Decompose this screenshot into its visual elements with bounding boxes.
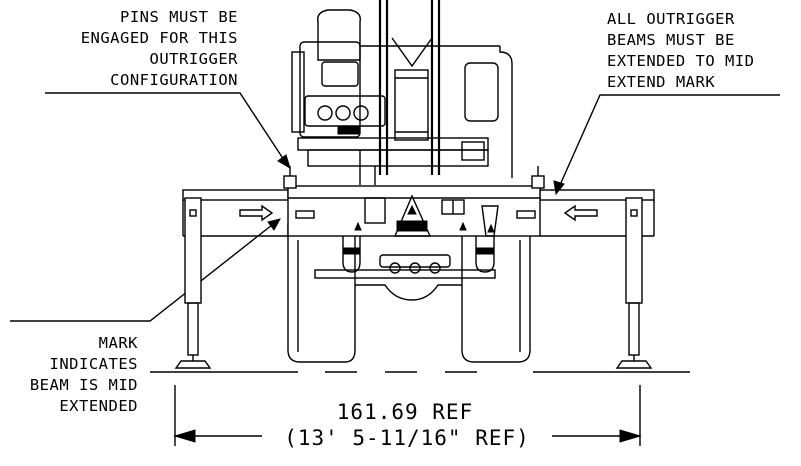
mark-leader-arrowhead bbox=[267, 218, 281, 231]
pins-note-line-4: CONFIGURATION bbox=[110, 71, 238, 89]
outrigger-beam-assembly bbox=[182, 166, 655, 273]
dimension-secondary-value: (13' 5-11/16" REF) bbox=[284, 426, 530, 450]
pins-callout: PINS MUST BE ENGAGED FOR THIS OUTRIGGER … bbox=[45, 8, 291, 170]
right-tyre bbox=[461, 225, 531, 363]
pins-note-line-2: ENGAGED FOR THIS bbox=[81, 29, 238, 47]
left-jack-pad bbox=[174, 360, 212, 369]
left-pin bbox=[283, 175, 297, 189]
mark-note-line-2: INDICATES bbox=[50, 355, 139, 373]
mark-callout: MARK INDICATES BEAM IS MID EXTENDED bbox=[10, 218, 281, 415]
beams-callout: ALL OUTRIGGER BEAMS MUST BE EXTENDED TO … bbox=[553, 10, 780, 196]
mark-leader-line bbox=[10, 224, 273, 322]
beams-note-line-1: ALL OUTRIGGER bbox=[607, 10, 735, 28]
right-jack-pad bbox=[615, 360, 653, 369]
operator-seat bbox=[317, 9, 361, 61]
dimension-callout: 161.69 REF (13' 5-11/16" REF) bbox=[173, 385, 642, 450]
mark-note-line-3: BEAM IS MID bbox=[30, 376, 138, 394]
right-pin bbox=[531, 175, 545, 189]
left-mid-extend-mark bbox=[295, 210, 315, 219]
left-tyre bbox=[287, 225, 356, 363]
beams-leader-arrowhead bbox=[553, 180, 565, 196]
beams-note-line-2: BEAMS MUST BE bbox=[607, 31, 735, 49]
mark-note-line-1: MARK bbox=[99, 334, 138, 352]
extension-arrows bbox=[239, 204, 598, 222]
pins-leader-arrowhead bbox=[277, 154, 291, 170]
right-extension-arrow bbox=[563, 204, 598, 222]
beams-leader-line bbox=[559, 94, 780, 186]
pins-note-line-3: OUTRIGGER bbox=[150, 50, 239, 68]
beams-note-line-4: EXTEND MARK bbox=[607, 73, 715, 91]
tyres bbox=[287, 225, 531, 363]
dimension-primary-value: 161.69 REF bbox=[337, 400, 473, 424]
mark-note-line-4: EXTENDED bbox=[59, 397, 138, 415]
right-jack bbox=[615, 197, 653, 369]
dimension-arrowhead-right bbox=[619, 429, 642, 443]
pins-note-line-1: PINS MUST BE bbox=[120, 8, 238, 26]
dimension-arrowhead-left bbox=[173, 429, 196, 443]
left-extension-arrow bbox=[239, 204, 274, 222]
right-mid-extend-mark bbox=[516, 210, 536, 219]
beams-note-line-3: EXTENDED TO MID bbox=[607, 52, 754, 70]
left-jack bbox=[174, 197, 212, 369]
pins-leader-line bbox=[45, 92, 285, 161]
vehicle-body bbox=[291, 0, 513, 185]
